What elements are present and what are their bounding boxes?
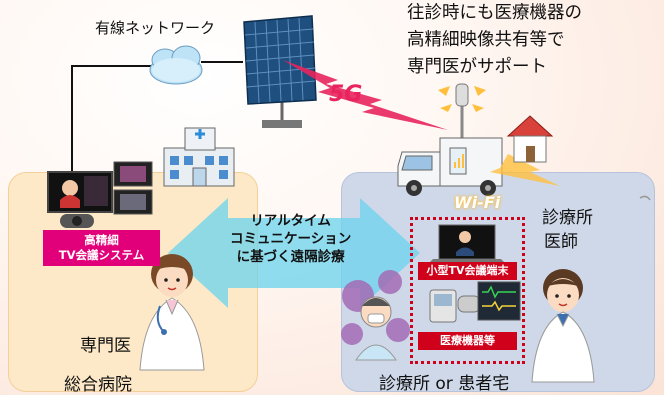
clinic-doctor-line: 医師 (544, 232, 578, 252)
hospital-building-icon (163, 127, 235, 187)
base-station-icon (243, 15, 317, 128)
partial-icon (639, 195, 651, 201)
clinic-doctor-icon (531, 269, 595, 383)
caption-line: 往診時にも医療機器の (407, 3, 582, 23)
realtime-label: リアルタイム コミュニケーション に基づく遠隔診療 (230, 212, 351, 266)
cloud-icon (149, 45, 203, 85)
clinic-doctor-label: 診療所 医師 (542, 206, 593, 254)
clinic-doctor-line: 診療所 (542, 208, 593, 228)
clinic-equipment-box (410, 217, 525, 364)
realtime-line: に基づく遠隔診療 (236, 249, 345, 265)
fiveg-wave (283, 60, 448, 130)
realtime-line: コミュニケーション (230, 231, 352, 247)
mobile-van-icon (397, 137, 503, 196)
caption: 往診時にも医療機器の 高精細映像共有等で 専門医がサポート (407, 0, 582, 81)
wifi-wave (490, 154, 560, 186)
tv-system-line: TV会議システム (58, 248, 145, 262)
caption-line: 高精細映像共有等で (407, 30, 565, 50)
caption-line: 専門医がサポート (407, 57, 547, 77)
medical-devices-icon (429, 281, 521, 323)
wired-network-label: 有線ネットワーク (95, 19, 216, 37)
tv-conference-monitors-icon (47, 161, 153, 228)
specialist-label: 専門医 (80, 336, 131, 356)
small-tv-terminal-label: 小型TV会議端末 (418, 262, 517, 280)
hospital-label: 総合病院 (64, 375, 132, 395)
realtime-line: リアルタイム (250, 213, 331, 229)
tv-system-line: 高精細 (84, 233, 119, 247)
house-icon (506, 115, 554, 163)
tv-system-label: 高精細 TV会議システム (43, 230, 160, 266)
fiveg-label: 5G (329, 82, 363, 107)
wired-line (71, 65, 156, 178)
clinic-or-home-label: 診療所 or 患者宅 (379, 374, 510, 394)
medical-device-label: 医療機器等 (418, 332, 517, 350)
specialist-doctor-icon (139, 254, 205, 371)
patient-with-virus-icon (341, 270, 410, 361)
mast-icon (438, 83, 486, 140)
wifi-label: Wi-Fi (454, 193, 501, 212)
